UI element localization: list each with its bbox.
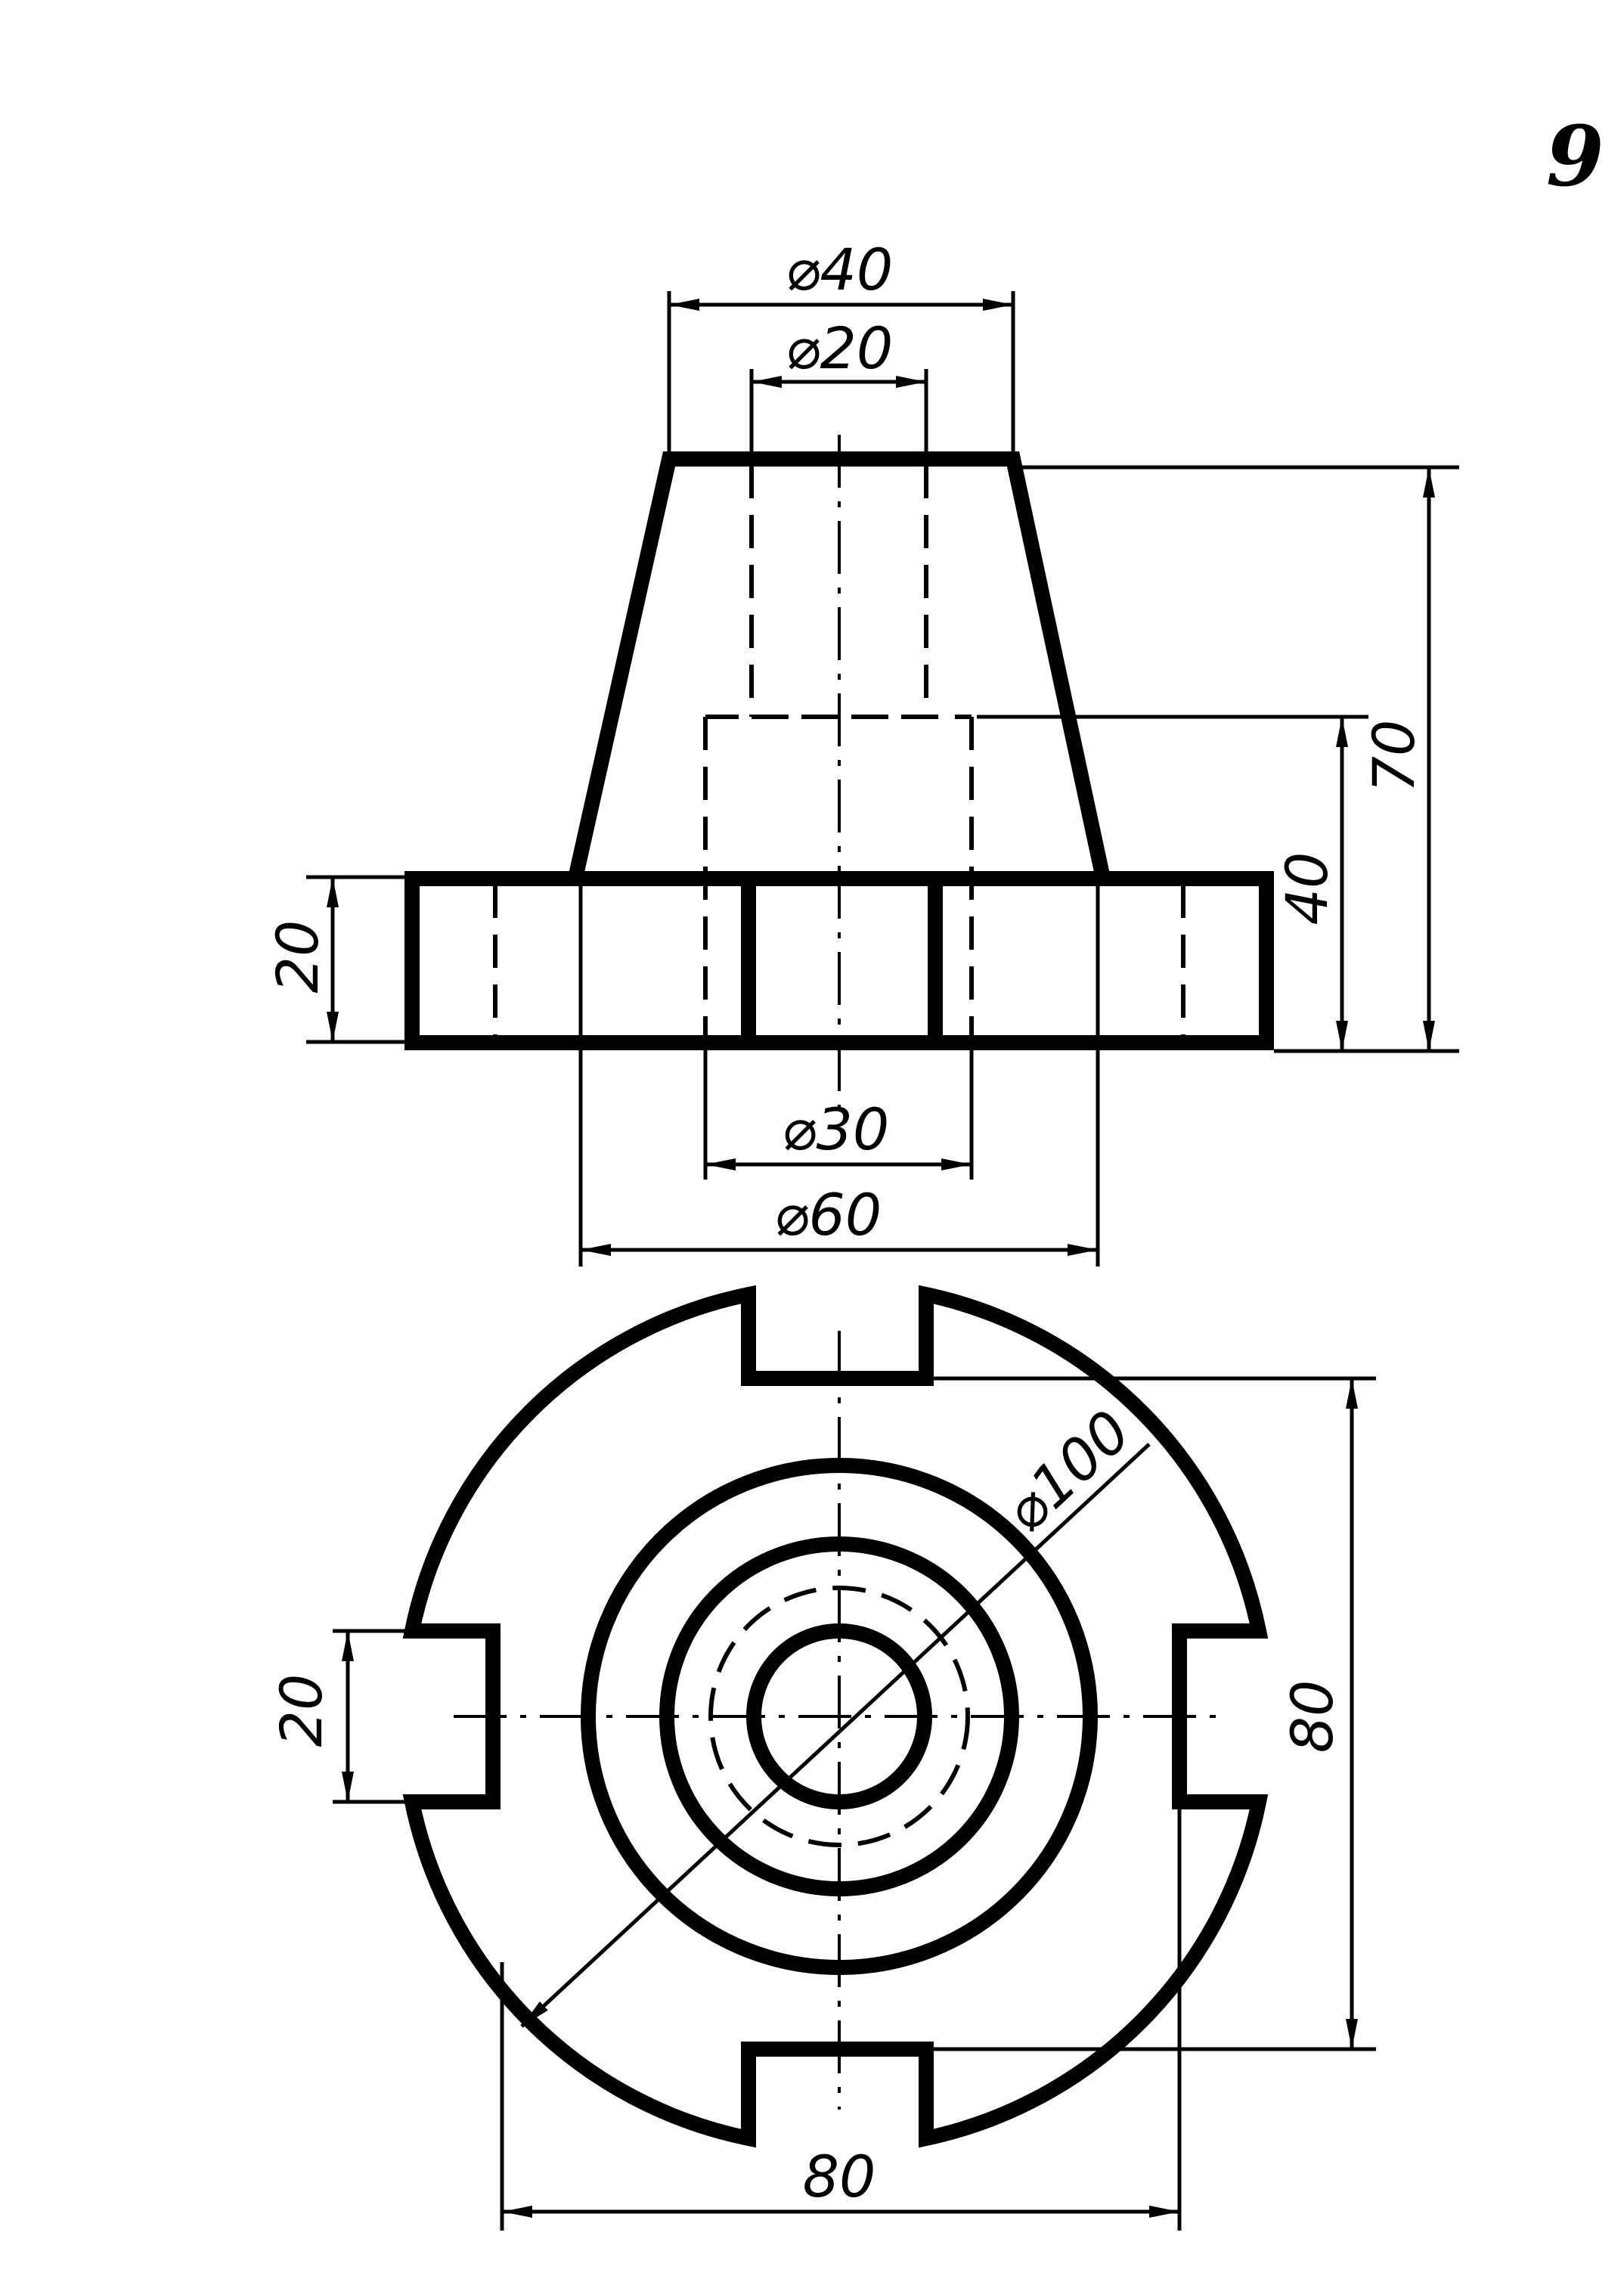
frustum-outline xyxy=(569,451,1110,877)
dim-flange-height: 20 xyxy=(264,920,331,994)
dim-top-inner: ⌀20 xyxy=(786,315,893,382)
dim-line-dia100 xyxy=(520,1443,1151,2028)
dim-slot-width: 20 xyxy=(268,1674,335,1747)
dim-base: ⌀60 xyxy=(774,1181,882,1248)
dim-mid-height: 40 xyxy=(1273,852,1340,926)
front-view: ⌀40 ⌀20 70 40 20 ⌀30 ⌀60 xyxy=(264,236,1459,1267)
page-number: 9 xyxy=(1546,107,1604,205)
dim-horizontal-80: 80 xyxy=(803,2143,876,2210)
dim-top-outer: ⌀40 xyxy=(786,236,893,303)
outer-contour-with-slots xyxy=(402,1285,1269,2148)
dim-total-height: 70 xyxy=(1360,720,1427,793)
dim-vertical-80: 80 xyxy=(1278,1680,1346,1753)
dim-bore: ⌀30 xyxy=(782,1096,889,1163)
hidden-circle-dia30 xyxy=(708,1586,970,1847)
top-view: ⌀100 20 80 80 xyxy=(268,1285,1376,2231)
